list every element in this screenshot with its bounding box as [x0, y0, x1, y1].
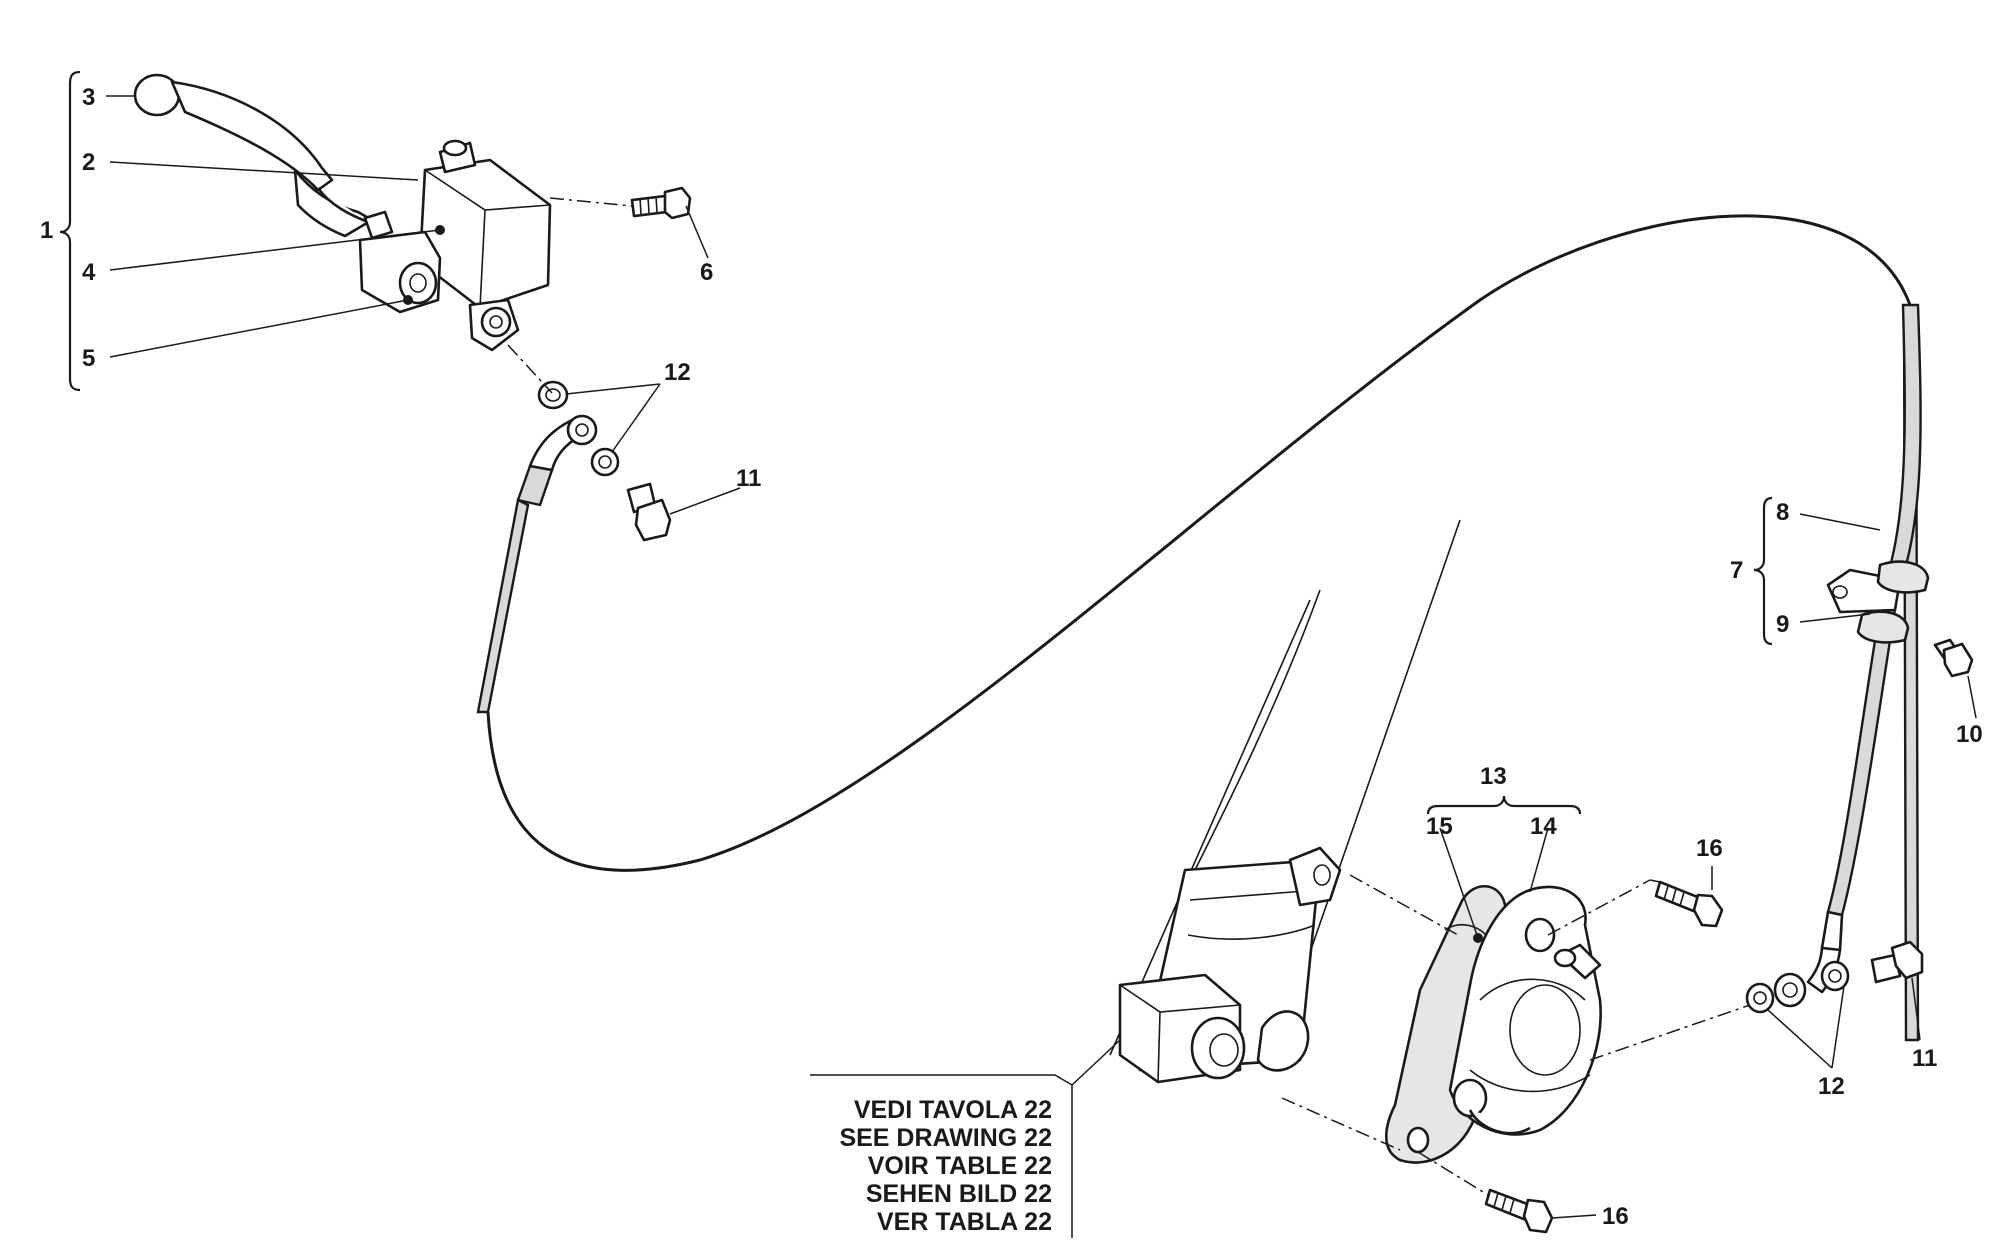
hose-clip-7: [1826, 560, 1930, 644]
washers-12-lower: [1745, 960, 1850, 1014]
master-cylinder: [358, 139, 552, 352]
callout-11a: 11: [736, 465, 761, 492]
callout-12b: 12: [1818, 1073, 1845, 1100]
reference-note-line-2: SEE DRAWING 22: [839, 1124, 1052, 1152]
callout-12a: 12: [664, 359, 691, 386]
callout-6: 6: [700, 259, 713, 286]
reference-note-line-5: VER TABLA 22: [877, 1208, 1052, 1236]
banjo-bolt-11-lower: [1870, 940, 1924, 984]
callout-1: 1: [40, 217, 53, 244]
assembly-axes: [507, 197, 1751, 1196]
callout-11b: 11: [1912, 1045, 1937, 1072]
leader-lines: [106, 95, 1977, 1238]
callout-14: 14: [1530, 813, 1557, 840]
bolt-6: [630, 186, 692, 220]
callout-7: 7: [1730, 557, 1743, 584]
brake-hose-right-segment: [1806, 303, 1922, 994]
bolt-16-upper: [1654, 880, 1724, 928]
callout-10: 10: [1956, 721, 1983, 748]
brace-13: [1426, 795, 1582, 815]
callout-16a: 16: [1696, 835, 1723, 862]
callout-15: 15: [1426, 813, 1453, 840]
brake-caliper: [1385, 884, 1602, 1164]
callout-2: 2: [82, 149, 95, 176]
callouts: 1 3 2 4 5 6 12 11 8 7 9 10 13 15 14 16 1…: [40, 84, 1983, 1230]
reference-note: VEDI TAVOLA 22 SEE DRAWING 22 VOIR TABLE…: [839, 1096, 1052, 1236]
callout-9: 9: [1776, 611, 1789, 638]
reference-note-line-3: VOIR TABLE 22: [868, 1152, 1052, 1180]
callout-3: 3: [82, 84, 95, 111]
callout-5: 5: [82, 345, 95, 372]
washers-12-upper: [537, 380, 620, 477]
bolt-10: [1933, 638, 1974, 678]
brace-1: [59, 70, 81, 392]
bolt-16-lower: [1484, 1188, 1554, 1234]
reference-note-line-4: SEHEN BILD 22: [866, 1180, 1052, 1208]
brake-lever: [133, 73, 374, 238]
callout-4: 4: [82, 259, 96, 286]
callout-13: 13: [1480, 763, 1507, 790]
brace-7: [1753, 496, 1773, 646]
banjo-bolt-11-upper: [626, 482, 672, 542]
reference-note-line-1: VEDI TAVOLA 22: [854, 1096, 1052, 1124]
front-fork-leg: [1109, 519, 1461, 1084]
callout-8: 8: [1776, 499, 1789, 526]
callout-16b: 16: [1602, 1203, 1629, 1230]
